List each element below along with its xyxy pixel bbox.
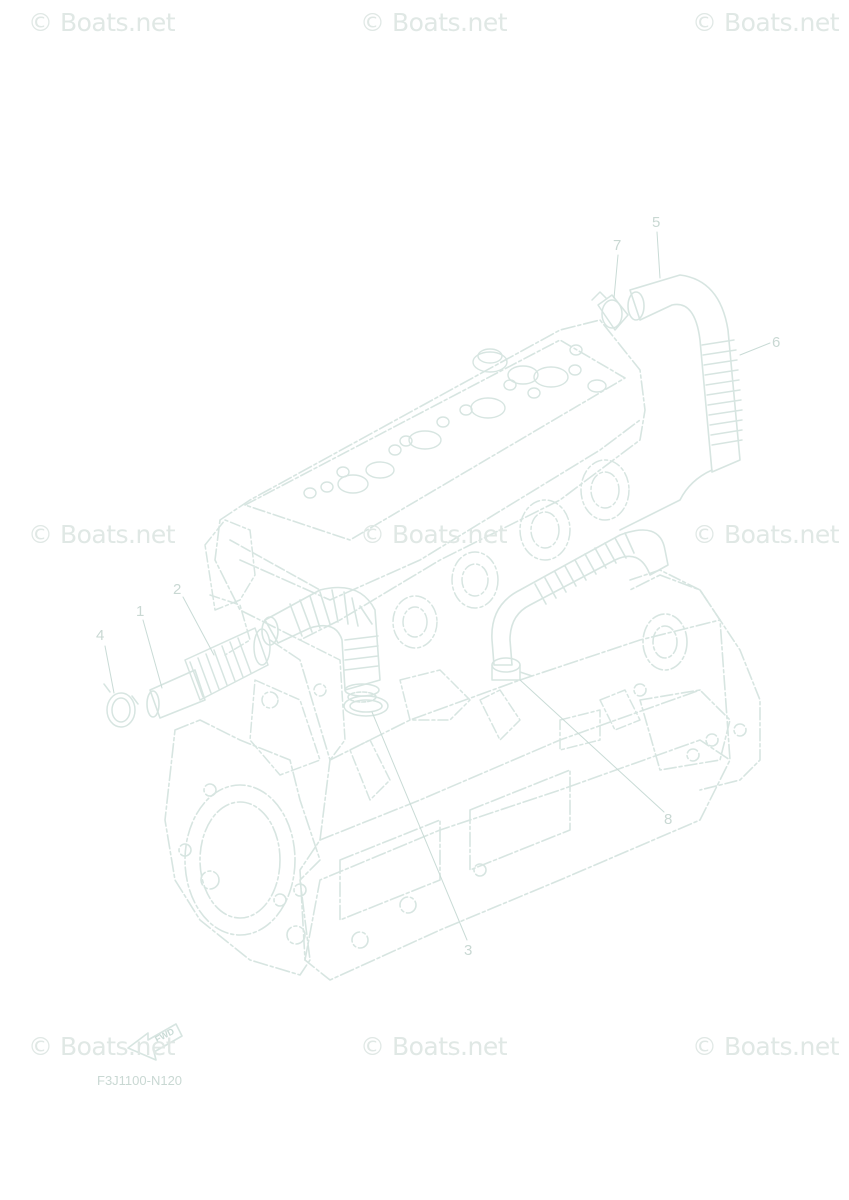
part-5-hose <box>619 274 741 531</box>
return-hose <box>491 529 669 666</box>
watermark: © Boats.net <box>360 520 508 549</box>
callout-1[interactable]: 1 <box>136 603 145 620</box>
callout-4[interactable]: 4 <box>96 627 105 644</box>
exhaust-ports <box>392 459 630 649</box>
part-7-clamp <box>591 291 629 331</box>
diagram-code: F3J1100-N120 <box>97 1073 183 1088</box>
callout-2[interactable]: 2 <box>173 581 182 598</box>
part-4-clip <box>103 683 139 728</box>
callout-5[interactable]: 5 <box>652 214 661 231</box>
watermark: © Boats.net <box>360 8 508 37</box>
part-3-gasket <box>343 695 389 717</box>
callout-6[interactable]: 6 <box>772 334 781 351</box>
intake-side <box>204 519 641 801</box>
timing-side <box>629 569 761 791</box>
leader-lines <box>104 231 771 941</box>
cam-cover-holes <box>303 344 607 499</box>
engine-block <box>269 574 731 981</box>
callout-3[interactable]: 3 <box>464 942 473 959</box>
callout-7[interactable]: 7 <box>613 237 622 254</box>
part-1-hose <box>146 669 206 719</box>
bell-housing <box>164 719 487 976</box>
cylinder-head <box>214 319 646 641</box>
part-6-corrugated-hose <box>701 339 743 446</box>
watermark: © Boats.net <box>360 1032 508 1061</box>
watermark: © Boats.net <box>692 1032 840 1061</box>
part-8-clamp <box>491 657 533 681</box>
watermark: © Boats.net <box>692 520 840 549</box>
watermark: © Boats.net <box>28 1032 176 1061</box>
part-2-corrugated-hose <box>184 627 271 701</box>
watermark: © Boats.net <box>28 520 176 549</box>
intake-bend-hose <box>261 586 381 703</box>
watermark: © Boats.net <box>28 8 176 37</box>
watermark: © Boats.net <box>692 8 840 37</box>
callout-8[interactable]: 8 <box>664 811 673 828</box>
